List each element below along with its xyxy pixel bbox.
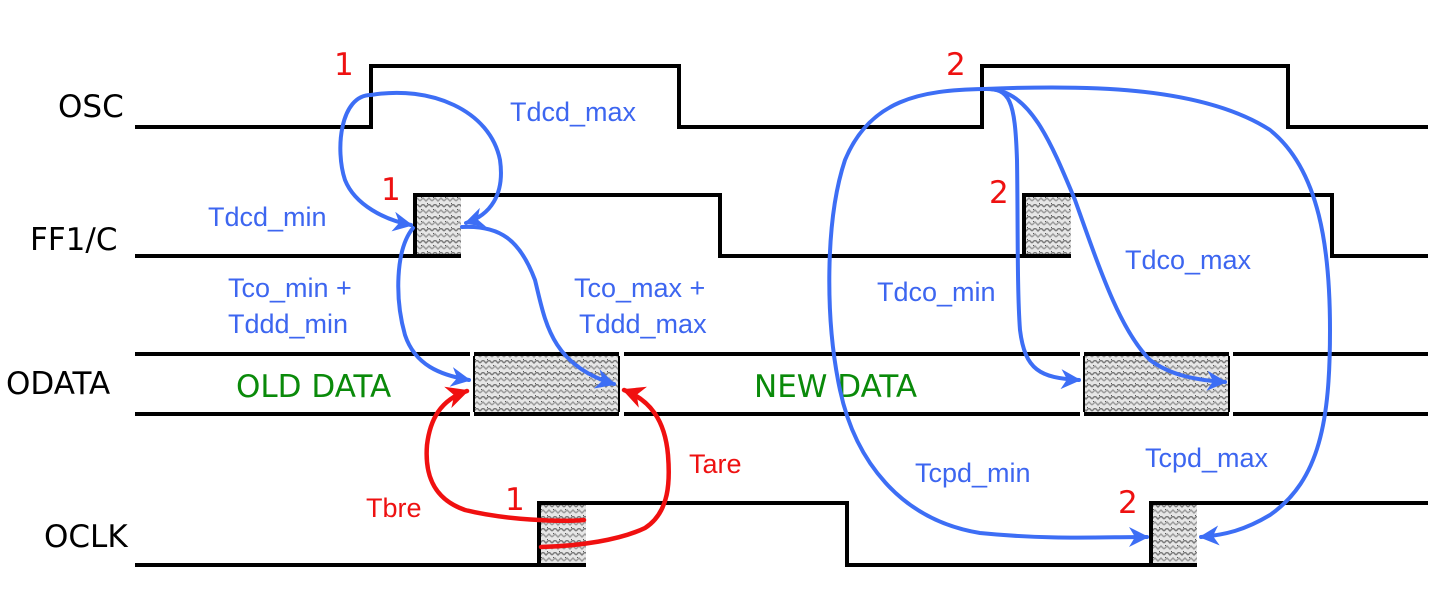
arrow-tbre xyxy=(424,386,587,523)
arrow-tdco-max xyxy=(988,87,1227,391)
label-tcpd-min: Tcpd_min xyxy=(915,458,1031,488)
oclk-uncertainty-1 xyxy=(540,505,586,563)
label-tare: Tare xyxy=(689,449,742,479)
oclk-waveform xyxy=(135,501,1428,567)
arrow-tdcd-min xyxy=(338,93,413,232)
edge-marker-ff1c-2: 2 xyxy=(989,175,1009,211)
label-tdcd-max: Tdcd_max xyxy=(510,97,637,127)
label-tdcd-min: Tdcd_min xyxy=(208,202,327,232)
label-tbre: Tbre xyxy=(366,493,422,523)
signal-label-oclk: OCLK xyxy=(44,519,128,555)
label-tdco-max: Tdco_max xyxy=(1125,245,1252,275)
label-tdco-min: Tdco_min xyxy=(877,277,996,307)
edge-marker-ff1c-1: 1 xyxy=(381,172,401,208)
ff1c-uncertainty-1 xyxy=(415,197,461,254)
arrow-tare xyxy=(538,386,672,550)
ff1c-uncertainty-2 xyxy=(1025,197,1071,254)
odata-bus xyxy=(135,352,1428,416)
signal-label-odata: ODATA xyxy=(6,366,110,402)
label-tco-max-line2: Tddd_max xyxy=(579,309,707,339)
edge-marker-oclk-1: 1 xyxy=(505,482,525,518)
label-tco-max-line1: Tco_max + xyxy=(574,273,705,303)
label-tco-min-line2: Tddd_min xyxy=(228,309,348,339)
label-tcpd-max: Tcpd_max xyxy=(1145,443,1269,473)
arrow-tcpd-min xyxy=(827,87,1149,548)
odata-old-data-label: OLD DATA xyxy=(236,369,391,405)
arrow-tcpd-max xyxy=(982,85,1333,546)
edge-marker-oclk-2: 2 xyxy=(1118,485,1138,521)
arrow-tdco-min xyxy=(982,86,1081,390)
arrow-tco-min-tddd-min xyxy=(396,226,471,387)
osc-waveform xyxy=(135,64,1428,129)
label-tco-min-line1: Tco_min + xyxy=(228,273,352,303)
ff1c-waveform xyxy=(135,193,1428,258)
edge-marker-osc-1: 1 xyxy=(334,47,354,83)
odata-transition-1 xyxy=(474,356,619,412)
signal-label-osc: OSC xyxy=(58,89,124,125)
oclk-uncertainty-2 xyxy=(1152,505,1197,563)
edge-marker-osc-2: 2 xyxy=(946,47,966,83)
arrow-tco-max-tddd-max xyxy=(460,224,616,389)
arrow-tdcd-max xyxy=(369,90,503,227)
signal-label-ff1c: FF1/C xyxy=(30,222,117,258)
